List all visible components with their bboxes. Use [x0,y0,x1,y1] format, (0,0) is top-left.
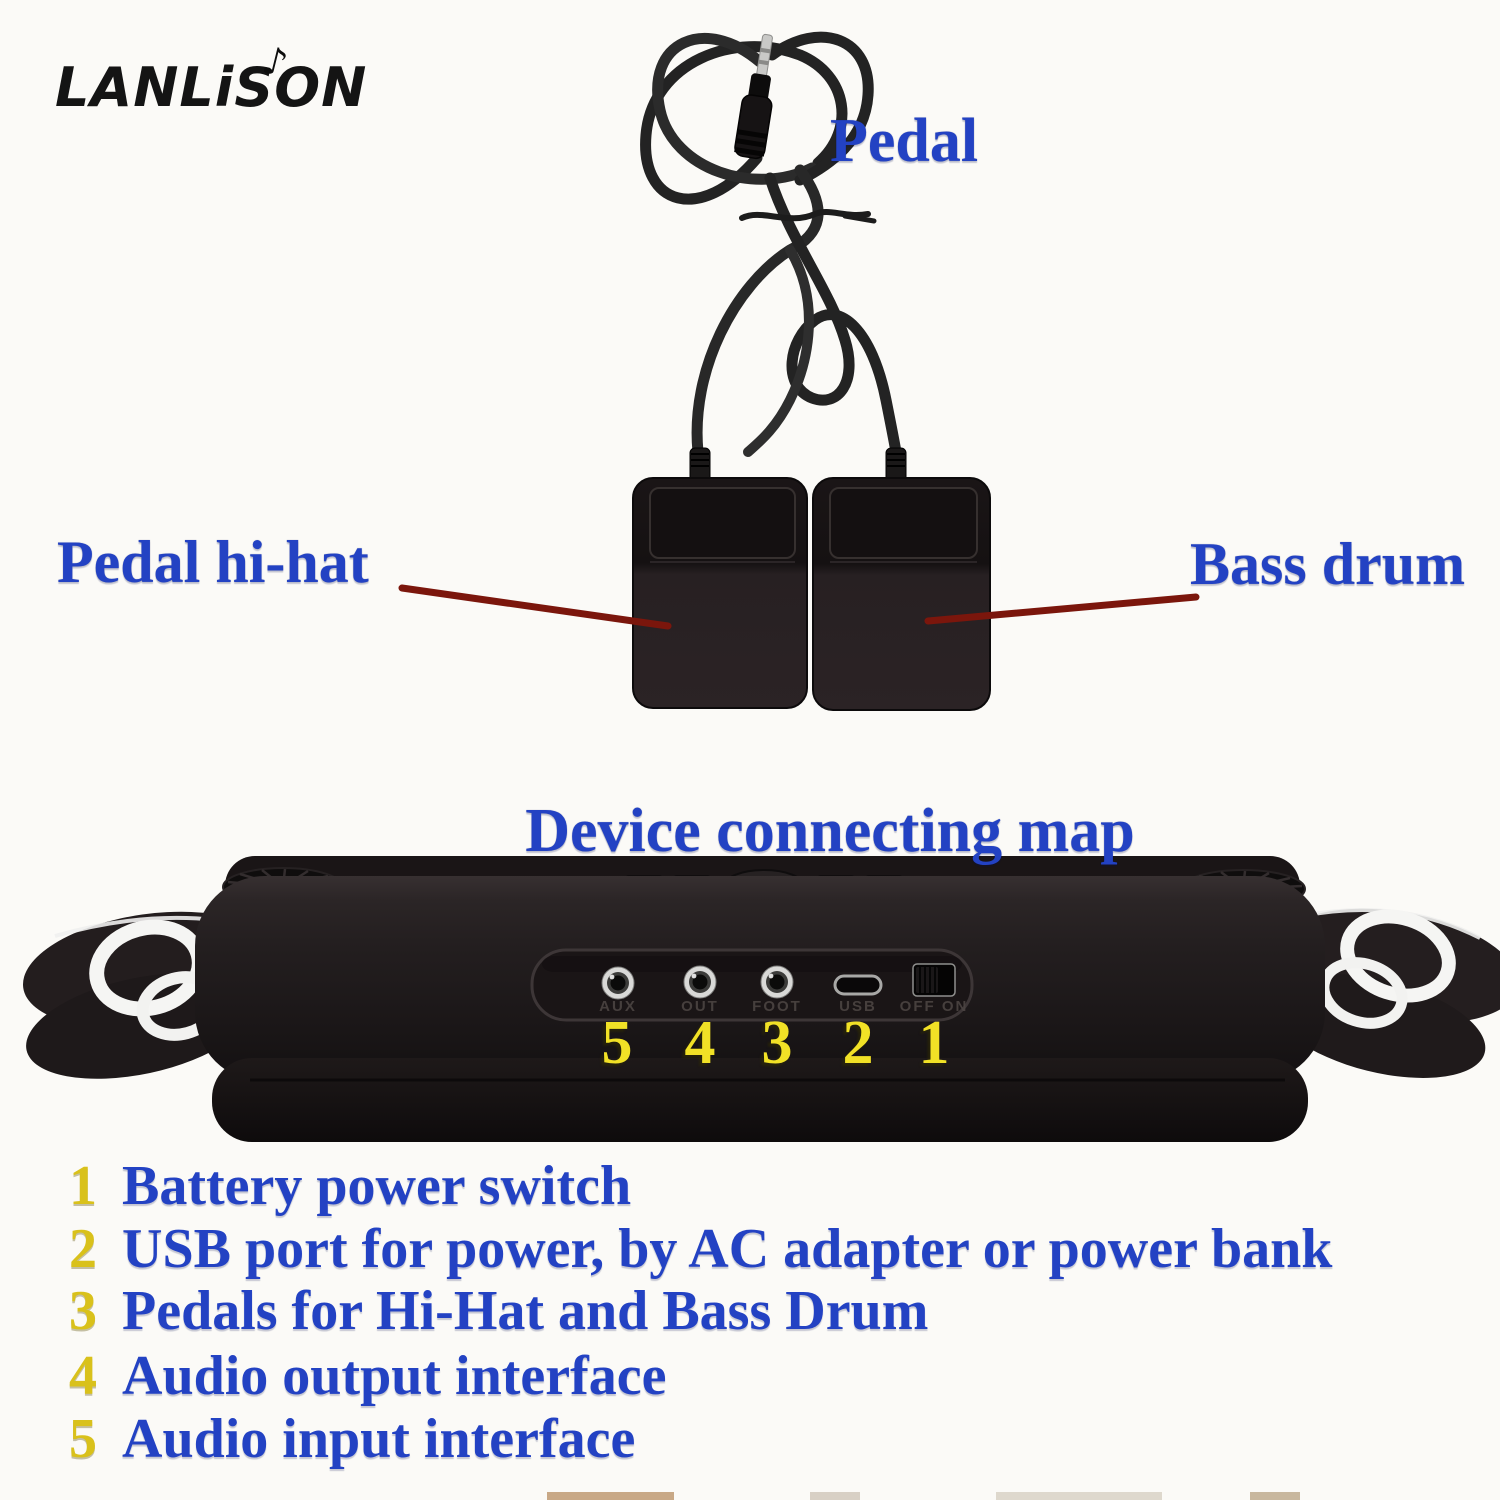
port-number-1: 1 [918,1009,950,1077]
power-switch-icon [912,963,956,997]
bottom-crop-artifact [810,1492,860,1500]
legend-text: USB port for power, by AC adapter or pow… [122,1218,1333,1280]
bassdrum-pointer-line [924,593,1200,625]
usb-port-label: USB [839,998,877,1015]
out-port-label: OUT [681,998,719,1015]
legend-item-5: 5 Audio input interface [58,1409,635,1471]
bottom-crop-artifact [547,1492,674,1500]
port-number-3: 3 [761,1009,793,1077]
pedal-hihat-label: Pedal hi-hat [57,529,369,595]
brand-name: LANLiSON [55,56,368,119]
aux-port-label: AUX [599,998,637,1015]
bass-drum-label: Bass drum [1190,531,1466,597]
bottom-crop-artifact [996,1492,1162,1500]
port-number-5: 5 [601,1009,633,1077]
connector-panel [530,948,974,1022]
bottom-crop-artifact [1250,1492,1300,1500]
audio-plug-icon [734,33,773,160]
section-title: Device connecting map [525,797,1135,865]
pedal-cable-bundle-image [640,31,902,458]
hihat-pedal-image [632,447,808,709]
usb-c-port-icon [833,974,883,996]
legend-item-2: 2 USB port for power, by AC adapter or p… [58,1219,1332,1281]
legend-text: Battery power switch [122,1155,632,1217]
legend-number: 5 [69,1408,97,1470]
hihat-pointer-line [398,584,672,630]
legend-number: 3 [69,1280,97,1342]
legend-number: 4 [69,1345,97,1407]
switch-port-label: OFF ON [899,998,969,1015]
legend-text: Audio output interface [122,1345,667,1407]
legend-number: 2 [69,1218,97,1280]
legend-number: 1 [69,1155,97,1217]
pedal-label: Pedal [830,107,979,175]
legend-text: Pedals for Hi-Hat and Bass Drum [122,1280,929,1342]
legend-text: Audio input interface [122,1408,636,1470]
port-number-2: 2 [842,1009,874,1077]
legend-item-1: 1 Battery power switch [58,1156,631,1218]
bassdrum-pedal-image [812,447,991,711]
port-number-4: 4 [684,1009,716,1077]
legend-item-3: 3 Pedals for Hi-Hat and Bass Drum [58,1281,928,1343]
foot-port-label: FOOT [752,998,802,1015]
brand-logo: LANLiSON ♪ [55,38,368,119]
legend-item-4: 4 Audio output interface [58,1346,666,1408]
drum-pads-right-image [1270,908,1500,1078]
out-jack-icon [683,965,717,999]
drum-machine-image [195,856,1325,1142]
foot-jack-icon [760,965,794,999]
aux-jack-icon [601,966,635,1000]
